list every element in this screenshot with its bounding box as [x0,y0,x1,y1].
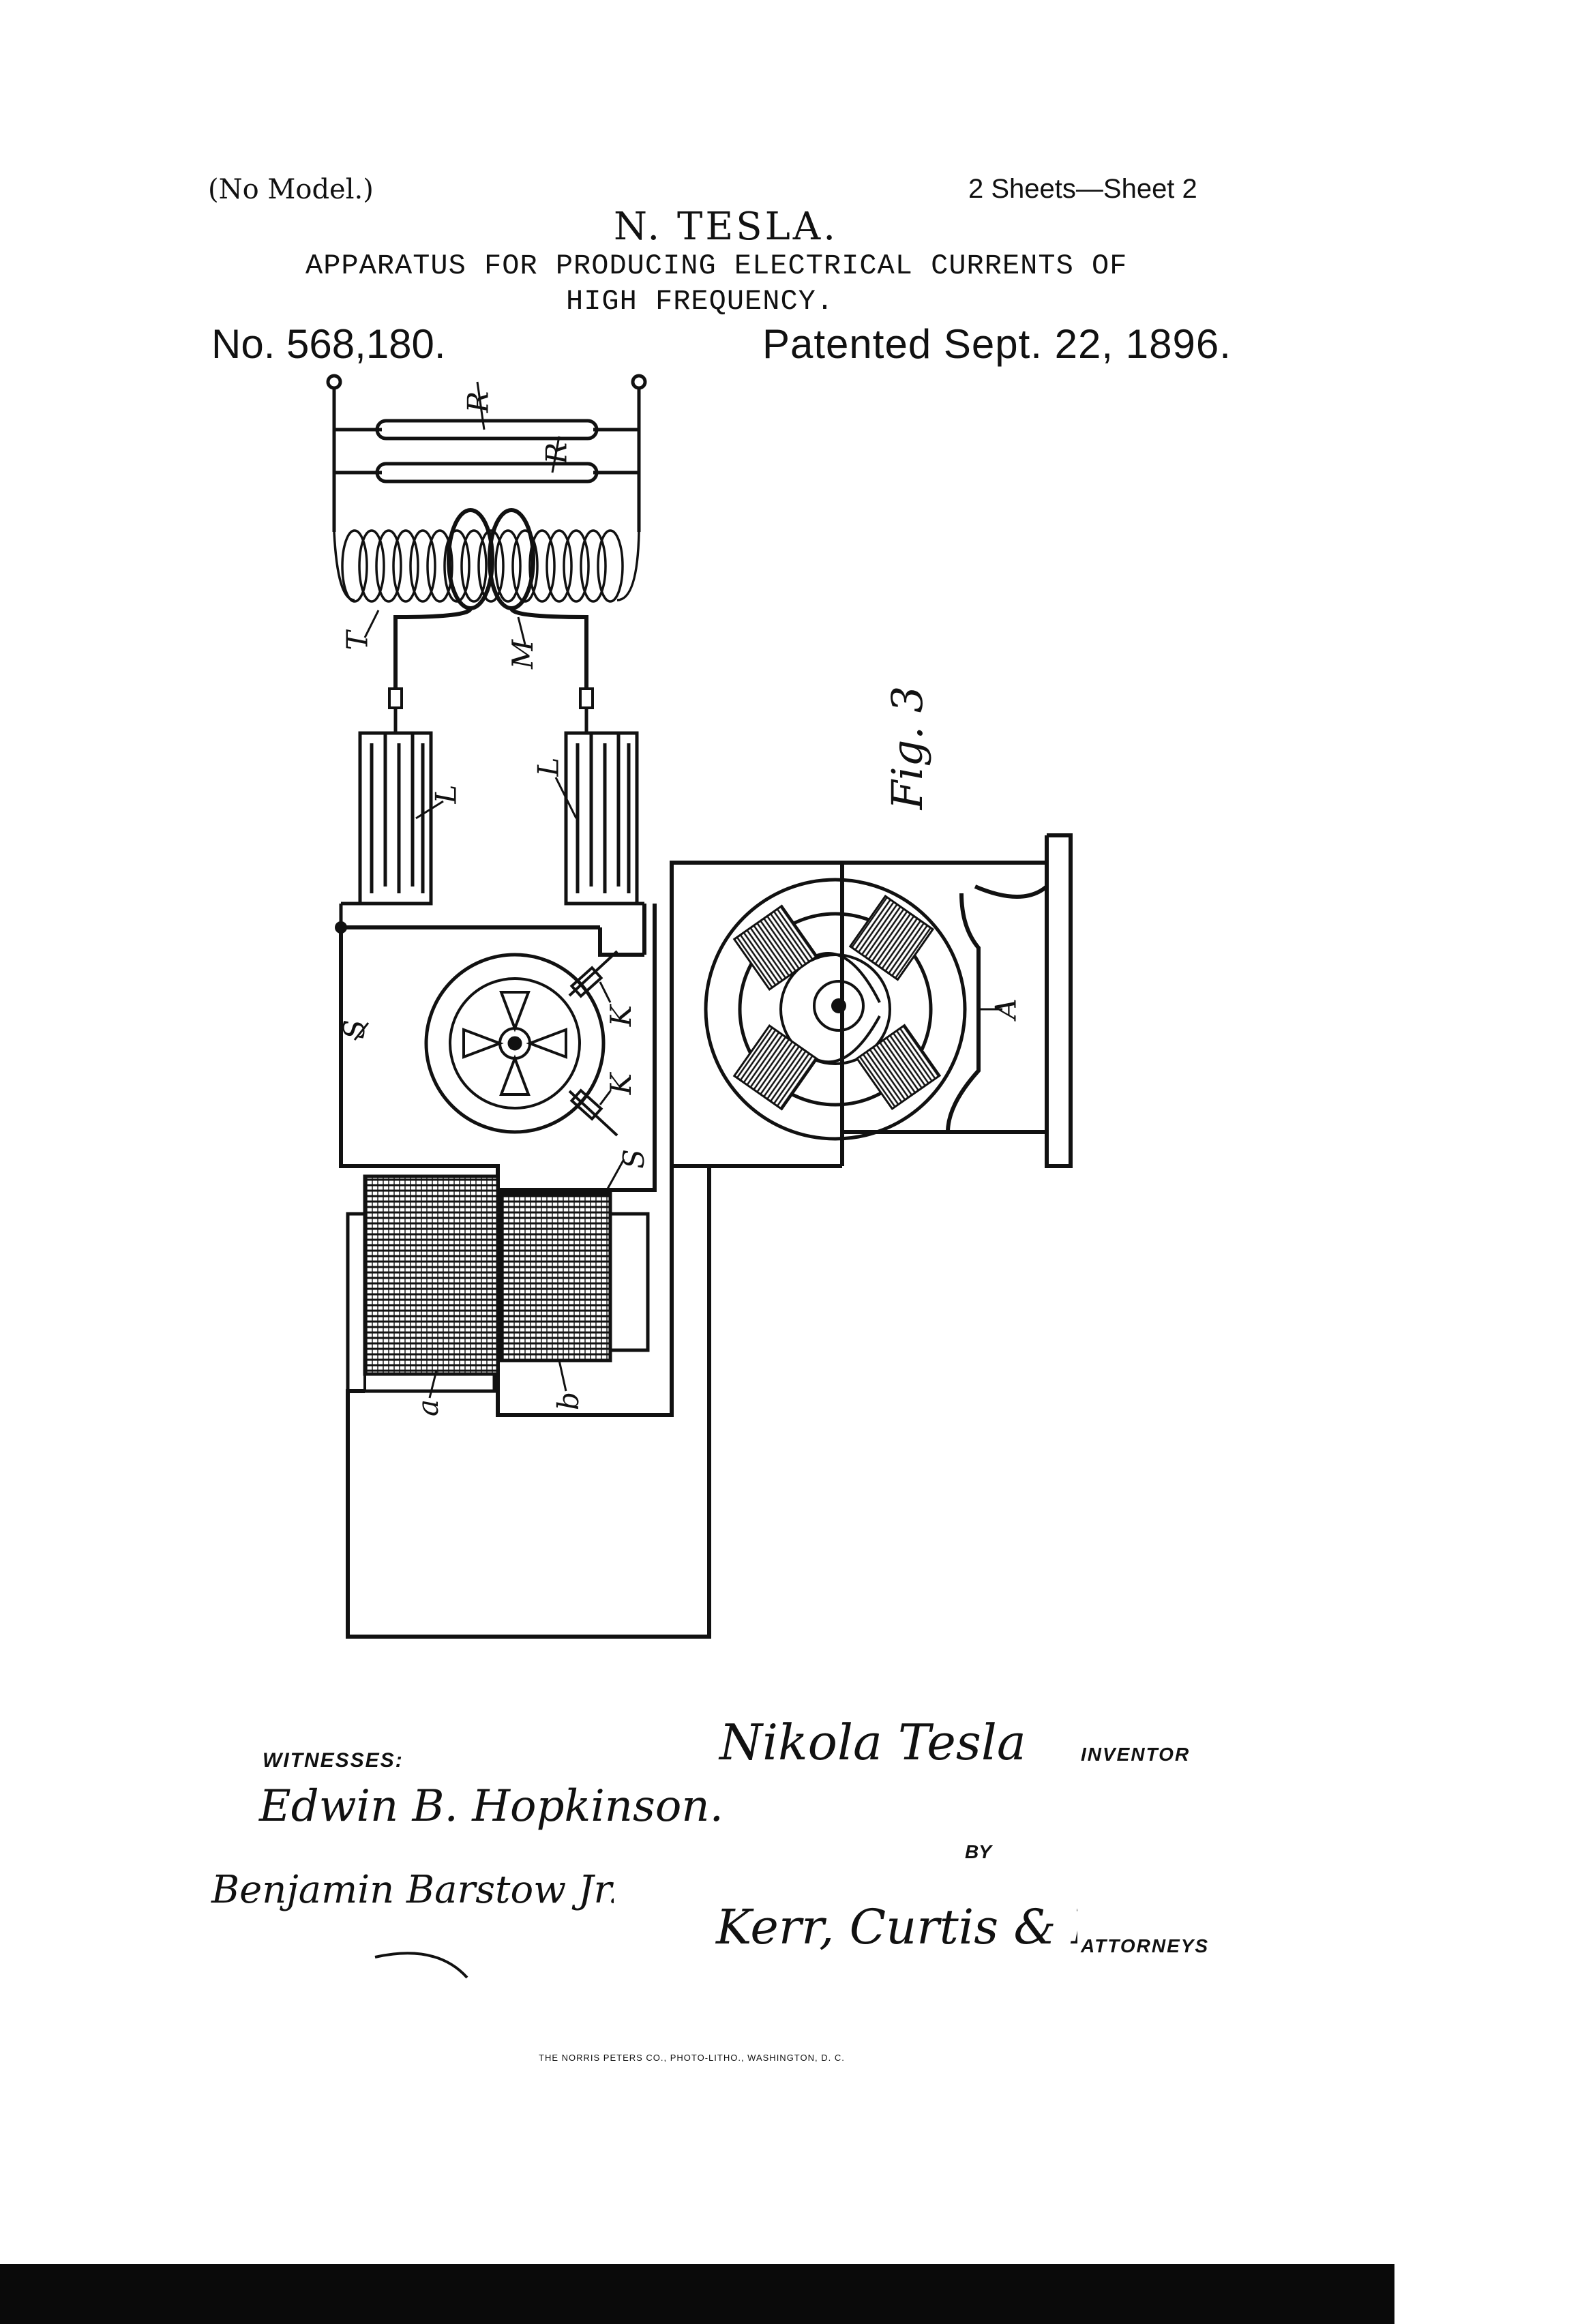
patent-title-line-1: APPARATUS FOR PRODUCING ELECTRICAL CURRE… [305,250,1128,282]
spark-gap-left [388,687,403,709]
ref-letter-l-left: L [429,784,463,804]
commutator-frame-s [335,904,657,1192]
attorneys-signature-text: Kerr, Curtis & Page [715,1899,1077,1955]
ref-letter-b-core: b [551,1392,585,1410]
generator-stand [840,833,1073,1168]
ref-letter-r2: R [539,442,573,464]
ref-letter-s2: S [616,1149,651,1169]
generator-field-poles [732,894,942,1111]
condenser-l-left [339,731,433,927]
ref-letter-a-core: a [411,1399,445,1417]
primary-coil-m [393,508,588,689]
attorneys-signature: Kerr, Curtis & Page [715,1899,1077,1955]
ref-letter-m: M [506,639,540,670]
terminal-left [326,374,342,532]
patent-number: No. 568,180. [211,321,446,367]
vacuum-tube-r2 [334,462,639,483]
ref-letter-k1: K [604,1004,638,1027]
witness-2-signature: Benjamin Barstow Jr. [211,1868,614,1979]
witness-1-signature-text: Edwin B. Hopkinson. [258,1781,723,1832]
inventor-label: INVENTOR [1081,1744,1191,1765]
patent-title-line-2: HIGH FREQUENCY. [566,285,835,318]
patent-date: Patented Sept. 22, 1896. [762,321,1232,367]
witnesses-label: WITNESSES: [263,1749,404,1772]
witness-2-signature-text: Benjamin Barstow Jr. [211,1868,614,1912]
inventor-signature: Nikola Tesla [718,1714,1026,1771]
ref-letter-r1: R [461,391,495,413]
transformer-core-b [499,1191,650,1362]
ref-letter-k2: K [604,1073,638,1095]
figure-label: Fig. 3 [882,685,933,810]
scan-edge-band [0,2264,1394,2324]
spark-gap-right [579,687,594,709]
by-label: BY [965,1841,991,1862]
vacuum-tube-r1 [334,419,639,441]
condenser-l-right [564,731,644,906]
attorneys-label: ATTORNEYS [1081,1935,1210,1956]
sheet-number: 2 Sheets—Sheet 2 [968,174,1197,204]
ref-letter-t: T [340,631,374,651]
transformer-core-a [346,1174,500,1393]
secondary-coil-t [333,529,640,603]
terminal-right [631,374,647,532]
patent-drawing-fig-3 [326,374,1073,1639]
ref-letter-a-generator: A [989,998,1023,1019]
inventor-signature-text: Nikola Tesla [718,1714,1026,1771]
no-model-note: (No Model.) [208,174,374,205]
generator-a [670,861,967,1166]
ref-letter-s1: S [337,1019,371,1039]
inventor-name-header: N. TESLA. [614,205,839,249]
commutator-disc [424,950,618,1137]
printer-credit: THE NORRIS PETERS CO., PHOTO-LITHO., WAS… [539,2053,845,2063]
witness-1-signature: Edwin B. Hopkinson. [258,1781,723,1832]
ref-letter-l-right: L [531,757,565,777]
